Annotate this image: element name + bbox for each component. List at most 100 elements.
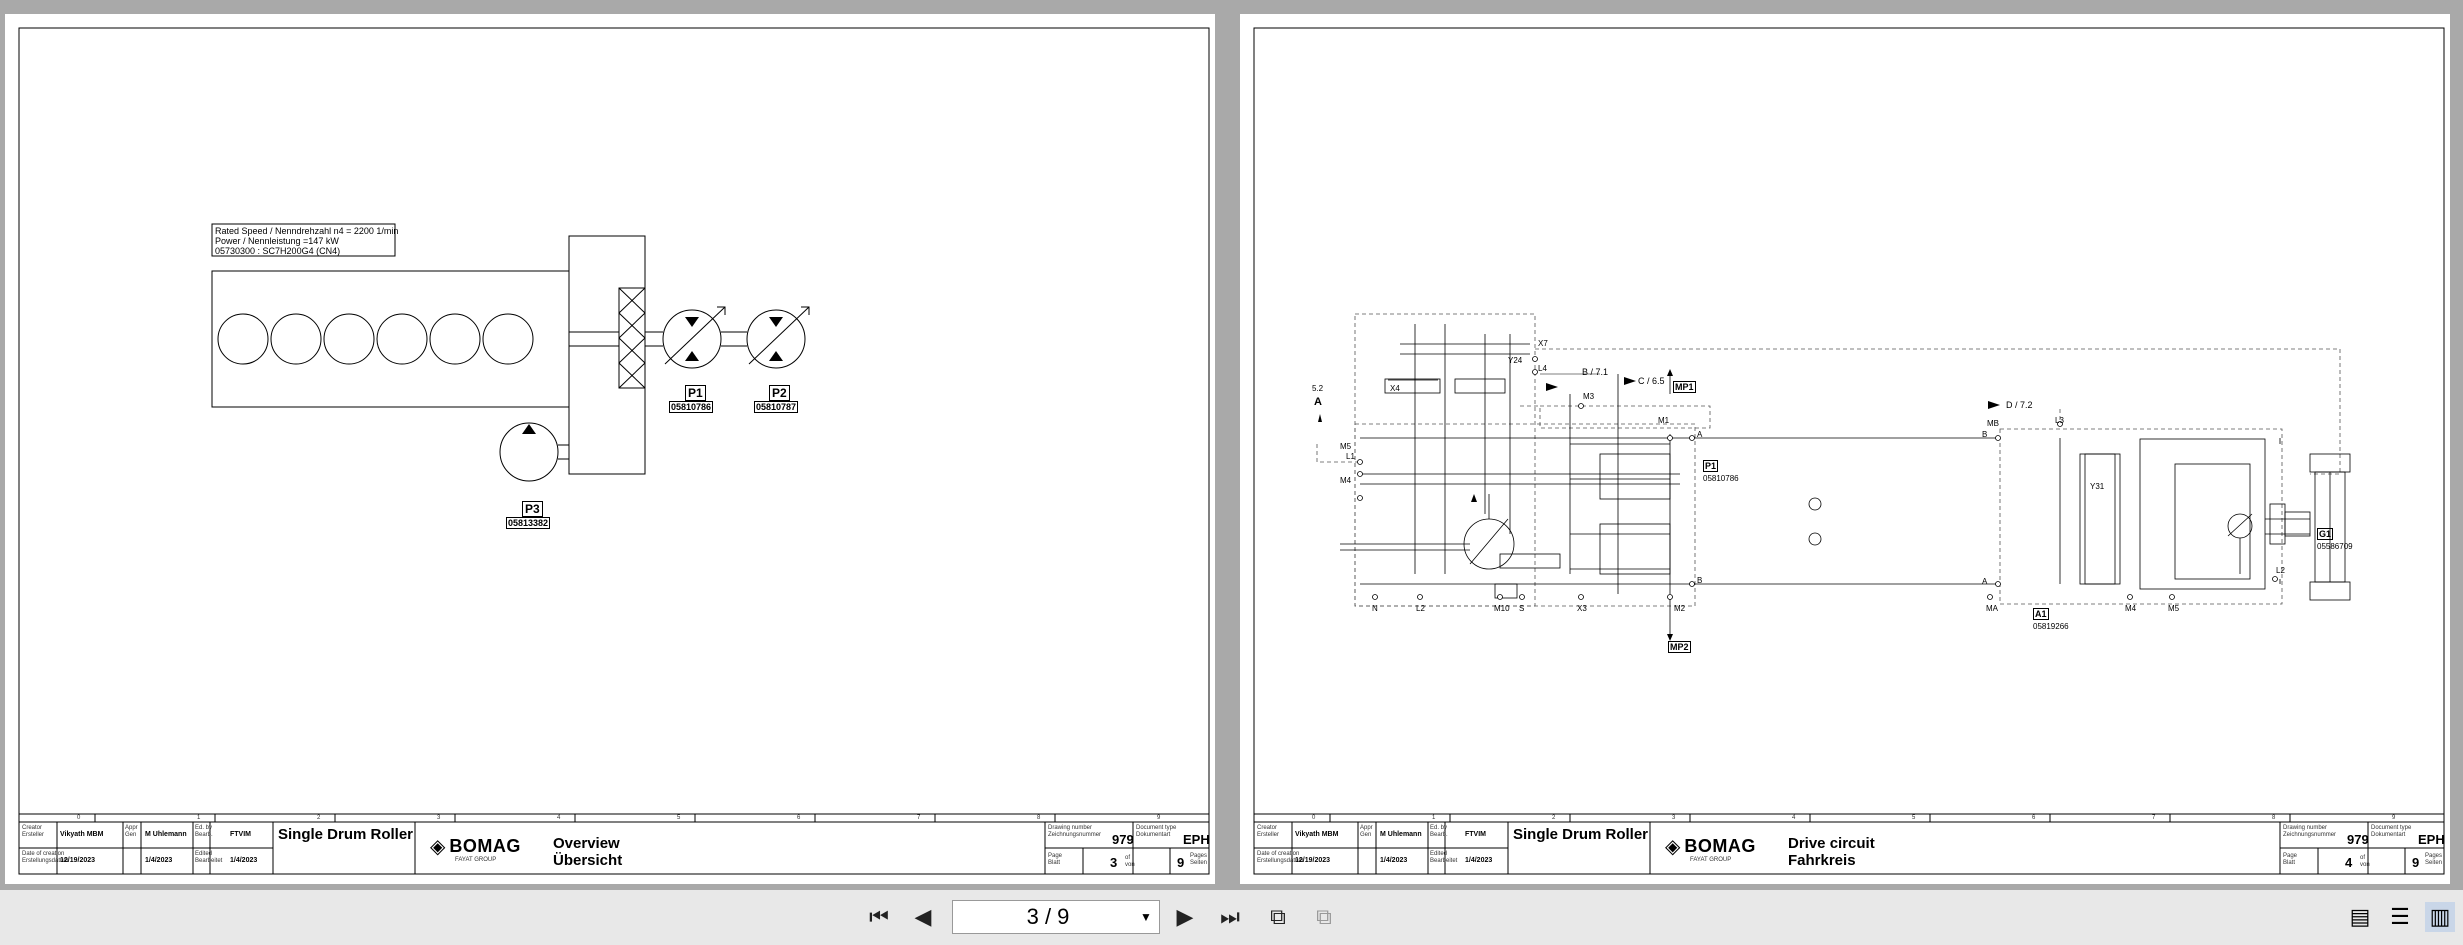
chevron-down-icon: ▼	[1140, 910, 1152, 924]
editor-value: FTVIM	[1465, 831, 1486, 838]
col-num: 6	[797, 815, 801, 821]
single-page-icon: ▤	[2349, 904, 2371, 929]
drawing-code: 979	[2347, 832, 2369, 847]
two-page-icon: ▥	[2429, 904, 2451, 929]
spec-speed: Rated Speed / Nenndrehzahl n4 = 2200 1/m…	[215, 226, 399, 236]
col-num: 0	[77, 815, 81, 821]
col-num: 3	[437, 815, 441, 821]
port-label: M10	[1494, 604, 1510, 613]
two-page-view-button[interactable]: ▥	[2425, 902, 2455, 932]
col-num: 1	[197, 815, 201, 821]
page-label: Page Blatt	[1048, 853, 1063, 866]
port-label: M1	[1658, 416, 1670, 425]
page-drive-circuit: 5.2 A B / 7.1 C / 6.5 D / 7.2 MP1 MP2 P1…	[1240, 14, 2450, 884]
edited-label: Edited Bearbeitet	[195, 851, 223, 864]
col-num: 4	[1792, 815, 1796, 821]
col-num: 5	[677, 815, 681, 821]
creator-label: Creator Ersteller	[1257, 825, 1280, 838]
mp1-label: MP1	[1673, 381, 1696, 393]
g1-part: 05586709	[2317, 542, 2353, 551]
p2-part: 05810787	[754, 401, 799, 413]
approver-value: M Uhlemann	[1380, 831, 1422, 838]
p2-label: P2	[769, 385, 790, 401]
last-page-icon: ⏭	[1220, 904, 1240, 929]
mp2-label: MP2	[1668, 641, 1691, 653]
port-label: L4	[1538, 364, 1547, 373]
next-page-icon: ▶	[1176, 904, 1194, 929]
page-number: 3	[1110, 855, 1118, 870]
edited-date: 1/4/2023	[1465, 857, 1493, 864]
port-label: L3	[2055, 416, 2064, 425]
code-label: Drawing number Zeichnungsnummer	[1048, 825, 1102, 838]
port-label: X7	[1538, 339, 1548, 348]
approver-label: Appr Gen	[125, 825, 138, 838]
edited-label: Edited Bearbeitet	[1430, 851, 1458, 864]
port-label: M2	[1674, 604, 1686, 613]
continuous-view-button[interactable]: ☰	[2385, 902, 2415, 932]
pages-label: Pages Seiten	[1190, 853, 1208, 866]
p1-part: 05810786	[669, 401, 714, 413]
product-title: Single Drum Roller	[1513, 826, 1649, 843]
previous-page-button[interactable]: ◀	[910, 902, 936, 932]
document-viewport: Rated Speed / Nenndrehzahl n4 = 2200 1/m…	[0, 0, 2463, 890]
port-label: N	[1372, 604, 1378, 613]
page-overview: Rated Speed / Nenndrehzahl n4 = 2200 1/m…	[5, 14, 1215, 884]
doc-type: EPH	[1183, 832, 1210, 847]
col-num: 2	[317, 815, 321, 821]
col-num: 9	[2392, 815, 2396, 821]
port-label: MB	[1987, 419, 1999, 428]
created-label: Date of creation Erstellungsdatum	[1257, 851, 1304, 864]
next-page-button[interactable]: ▶	[1172, 902, 1198, 932]
last-page-button[interactable]: ⏭	[1215, 902, 1245, 932]
drive-circuit-drawing	[1253, 27, 2445, 875]
created-date: 12/19/2023	[1295, 857, 1331, 864]
col-num: 2	[1552, 815, 1556, 821]
sheet-title-de: Fahrkreis	[1788, 852, 1856, 869]
go-back-view-button[interactable]: ⧉	[1262, 902, 1294, 932]
y31-label: Y31	[2090, 482, 2105, 491]
bomag-diamond-icon: ◈	[1665, 835, 1681, 858]
editor-label: Ed. by Bearb.	[1430, 825, 1448, 838]
created-label: Date of creation Erstellungsdatum	[22, 851, 69, 864]
port-label: M5	[1340, 442, 1352, 451]
first-page-button[interactable]: ⏮	[864, 902, 894, 932]
port-label: M4	[2125, 604, 2137, 613]
single-page-view-button[interactable]: ▤	[2345, 902, 2375, 932]
c-ref-label: C / 6.5	[1638, 376, 1665, 386]
go-back-icon: ⧉	[1270, 904, 1286, 929]
overview-drawing	[18, 27, 1210, 875]
go-forward-view-button[interactable]: ⧉	[1308, 902, 1340, 932]
port-label: L1	[1346, 452, 1355, 461]
created-date: 12/19/2023	[60, 857, 96, 864]
approver-value: M Uhlemann	[145, 831, 187, 838]
p3-label: P3	[522, 501, 543, 517]
of-label: of von	[2360, 855, 2370, 868]
code-label: Drawing number Zeichnungsnummer	[2283, 825, 2337, 838]
page-number: 4	[2345, 855, 2353, 870]
bomag-logo: ◈ BOMAG	[1665, 835, 1756, 858]
edited-date: 1/4/2023	[230, 857, 258, 864]
p1-label: P1	[1703, 460, 1719, 472]
doc-label: Document type Dokumentart	[1136, 825, 1177, 838]
creator-label: Creator Ersteller	[22, 825, 45, 838]
page-selector[interactable]: 3 / 9 ▼	[952, 900, 1160, 934]
port-label: X3	[1577, 604, 1587, 613]
pages-label: Pages Seiten	[2425, 853, 2443, 866]
creator-value: Vikyath MBM	[60, 831, 104, 838]
col-num: 7	[2152, 815, 2156, 821]
drawing-code: 979	[1112, 832, 1134, 847]
port-a-label: A	[1314, 396, 1322, 408]
brand-sub: FAYAT GROUP	[1690, 857, 1732, 863]
port-label: A	[1982, 577, 1988, 586]
brand-sub: FAYAT GROUP	[455, 857, 497, 863]
pages-total: 9	[2412, 855, 2420, 870]
port-label: Y24	[1508, 356, 1523, 365]
sheet-title-de: Übersicht	[553, 852, 623, 869]
port-label: L2	[2276, 566, 2285, 575]
port-label: X4	[1390, 384, 1400, 393]
col-num: 3	[1672, 815, 1676, 821]
page-label: Page Blatt	[2283, 853, 2298, 866]
d-ref-label: D / 7.2	[2006, 400, 2033, 410]
sheet-title-en: Overview	[553, 835, 620, 852]
port-label: B	[1982, 430, 1988, 439]
